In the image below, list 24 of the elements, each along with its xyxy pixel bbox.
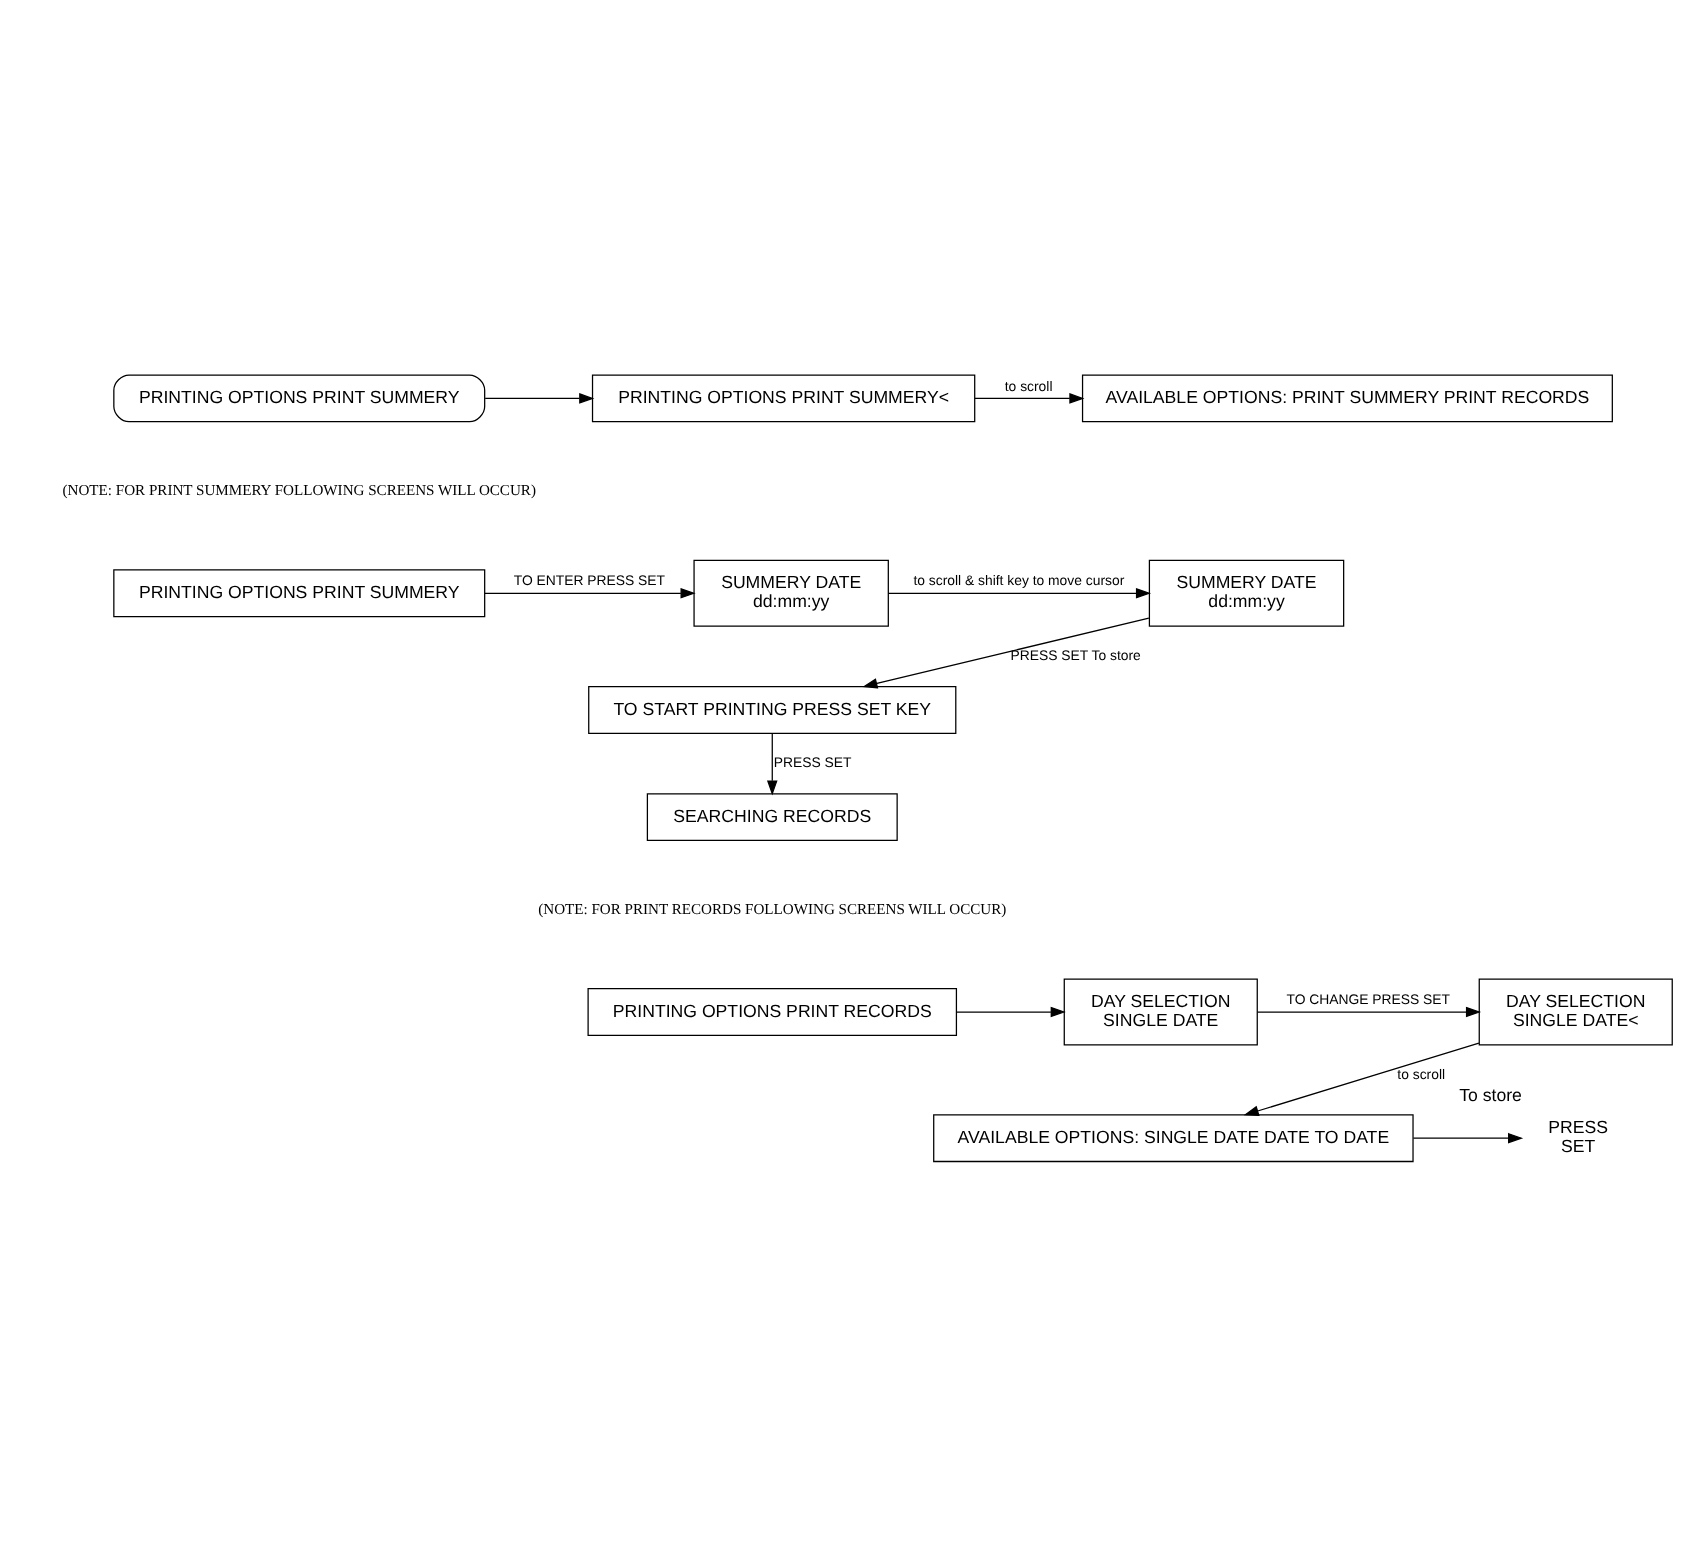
- node-box: PRINTING OPTIONS PRINT SUMMERY<: [591, 374, 976, 423]
- node-box: TO START PRINTING PRESS SET KEY: [588, 685, 957, 734]
- arrow: [974, 393, 1085, 404]
- node-box: DAY SELECTION SINGLE DATE: [1063, 978, 1258, 1046]
- node-box: AVAILABLE OPTIONS: PRINT SUMMERY PRINT RECORDS: [1081, 374, 1613, 423]
- node-box: SUMMERY DATE dd:mm:yy: [1148, 559, 1345, 627]
- arrow: [1243, 1042, 1480, 1116]
- arrow: [887, 587, 1152, 599]
- node-text: PRESS SET: [1548, 1117, 1609, 1157]
- node-box: DAY SELECTION SINGLE DATE<: [1478, 978, 1673, 1046]
- node-box: PRINTING OPTIONS PRINT SUMMERY: [113, 569, 486, 618]
- node-box: SUMMERY DATE dd:mm:yy: [693, 559, 889, 627]
- node-box: PRINTING OPTIONS PRINT RECORDS: [587, 988, 958, 1036]
- arrow: [1256, 1006, 1482, 1018]
- node-box: AVAILABLE OPTIONS: SINGLE DATE DATE TO DATE: [933, 1114, 1414, 1163]
- arrow: [862, 617, 1150, 689]
- arrow: [484, 587, 696, 599]
- node-box: SEARCHING RECORDS: [646, 793, 898, 842]
- node-box: PRINTING OPTIONS PRINT SUMMERY: [113, 374, 486, 423]
- arrow: [1412, 1132, 1524, 1144]
- node-label: To store: [1459, 1084, 1522, 1105]
- arrow: [484, 393, 595, 404]
- arrow: [956, 1006, 1066, 1018]
- arrow: [766, 732, 778, 796]
